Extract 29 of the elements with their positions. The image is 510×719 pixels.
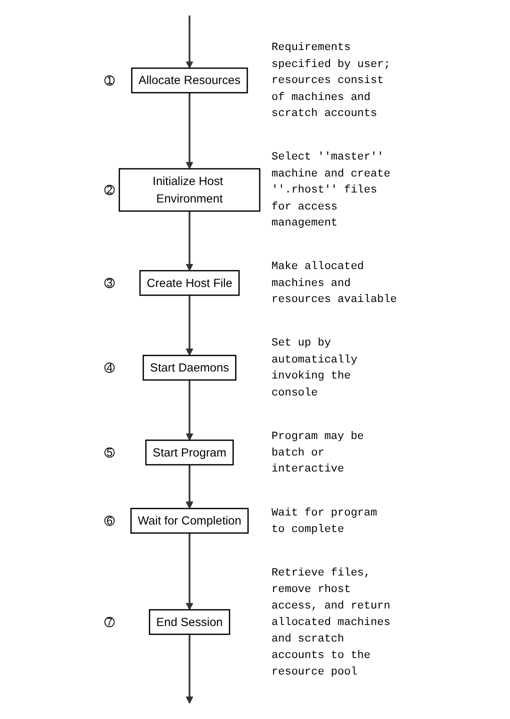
node-label: Program may be batch or interactive: [272, 429, 364, 476]
node-box: Allocate Resources: [131, 68, 248, 94]
node-label: Retrieve files, remove rhost access, and return allocated machines and scratch accounts to the resource pool: [272, 566, 390, 678]
node-circle: 5: [104, 447, 115, 458]
arrow: [186, 92, 194, 170]
arrow: [186, 533, 194, 610]
node-box: Start Daemons: [142, 354, 236, 381]
arrow: [186, 16, 194, 69]
node-circle: 1: [104, 75, 115, 86]
node-label: Set up by automatically invoking the console: [272, 336, 358, 399]
node-box: End Session: [148, 609, 230, 635]
node-label: Requirements specified by user; resources consist of machines and scratch accounts: [272, 40, 390, 120]
arrow: [186, 211, 194, 272]
node-box: Create Host File: [139, 270, 240, 296]
node-circle: 3: [104, 278, 115, 288]
node-label: Make allocated machines and resources available: [272, 260, 397, 306]
node-box: Wait for Completion: [130, 508, 249, 534]
node-box: Start Program: [145, 440, 234, 466]
arrow: [186, 634, 194, 704]
arrow: [186, 464, 194, 509]
arrow: [186, 295, 194, 356]
node-circle: 7: [104, 616, 115, 628]
node-circle: 4: [104, 362, 115, 373]
node-label: Select ''master'' machine and create ''.rhost'' files for access management: [272, 150, 390, 230]
node-box: Initialize Host Environment: [118, 168, 260, 212]
node-circle: 2: [104, 184, 115, 196]
arrow: [186, 380, 194, 441]
node-circle: 6: [104, 516, 115, 526]
node-label: Wait for program to complete: [272, 506, 378, 536]
